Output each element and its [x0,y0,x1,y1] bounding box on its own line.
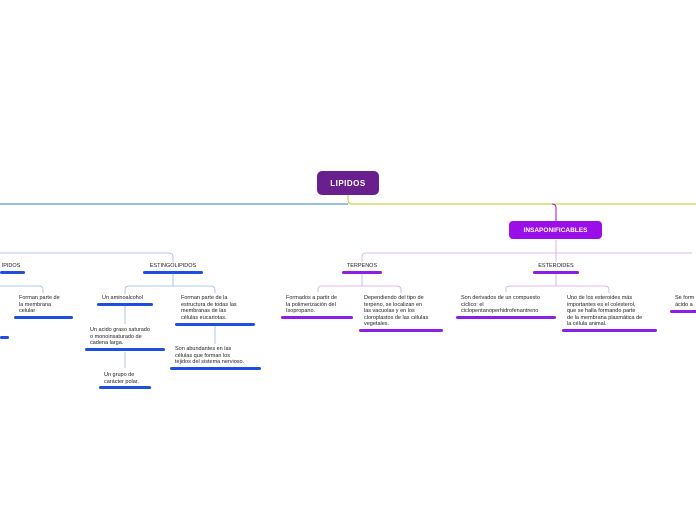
node-bar [97,303,153,306]
node-bar [281,316,353,319]
node-bar [359,329,443,332]
node-grupo-polar[interactable]: Un grupo de carácter polar. [104,372,139,385]
node-bar [0,336,9,339]
node-bar [562,329,657,332]
category-fosfolipidos[interactable]: IPIDOS [1,263,21,269]
node-bar [85,348,165,351]
category-bar [533,271,579,274]
branch-insaponificables[interactable]: INSAPONIFICABLES [509,221,602,239]
node-right-partial[interactable]: Se form ácido a [675,295,695,308]
category-bar [0,271,25,274]
node-acido-graso[interactable]: Un acido graso saturado o monoinsaturado… [90,327,150,347]
category-bar [143,271,203,274]
node-ester-derivados[interactable]: Son derivados de un compuesto cíclico: e… [461,295,540,315]
node-bar [670,310,696,313]
node-bar [170,367,261,370]
root-label: LIPIDOS [330,178,366,188]
node-bar [456,316,556,319]
node-bar [14,316,73,319]
category-bar [342,271,382,274]
category-estingolipidos[interactable]: ESTINGOLIPIDOS [149,263,197,269]
node-bar [99,386,151,389]
node-forman-parte[interactable]: Forman parte de la estructura de todas l… [181,295,237,321]
root-node-lipidos[interactable]: LIPIDOS [317,171,379,195]
node-fosfo-membrana[interactable]: Forman parte de la membrana celular [19,295,60,315]
node-terp-formados[interactable]: Formados a partir de la polimerización d… [286,295,338,315]
branch-label: INSAPONIFICABLES [523,226,588,234]
node-terp-dependiendo[interactable]: Dependiendo del tipo de terpeno, se loca… [364,295,429,328]
node-aminoalcohol[interactable]: Un aminoalcohol [102,295,143,301]
category-esteroides[interactable]: ESTEROIDES [538,263,574,269]
category-terpenos[interactable]: TERPENOS [346,263,378,269]
node-ester-colesterol[interactable]: Uno de los esteroides más importantes es… [567,295,643,328]
node-abundantes[interactable]: Son abundantes en las células que forman… [175,346,245,366]
node-bar [175,323,255,326]
